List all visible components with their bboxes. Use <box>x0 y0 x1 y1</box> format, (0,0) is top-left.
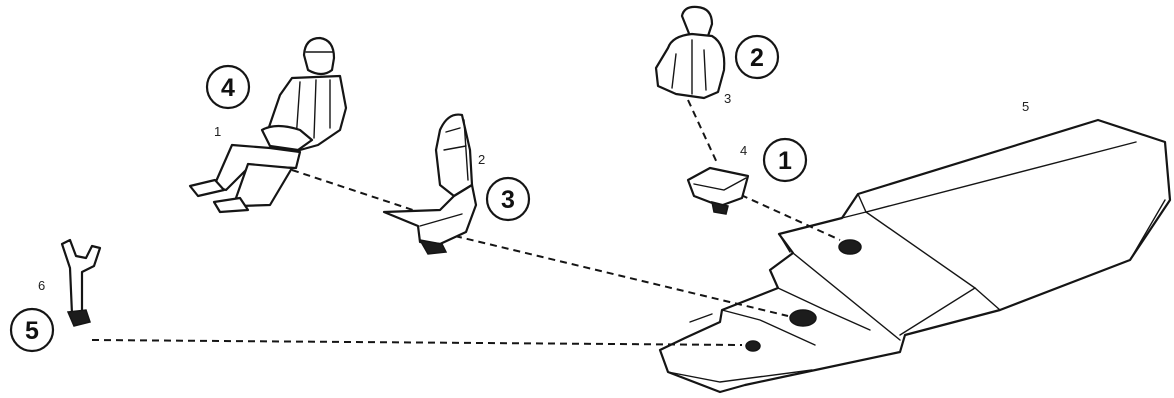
part-number-pilot: 1 <box>214 124 221 139</box>
seat-hole-rear <box>790 310 816 326</box>
guide-line-stick-to-floor <box>92 340 742 345</box>
part-number-floor: 5 <box>1022 99 1029 114</box>
part-number-stick: 6 <box>38 278 45 293</box>
callout-5: 5 <box>11 309 53 351</box>
guide-line-figure-to-part <box>688 100 718 165</box>
callout-3-number: 3 <box>501 186 515 214</box>
guide-line-pilot-to-seat <box>292 170 428 215</box>
callout-4: 4 <box>207 66 249 108</box>
callout-2-number: 2 <box>750 44 764 72</box>
callout-1-number: 1 <box>778 147 792 175</box>
part-number-seat: 2 <box>478 152 485 167</box>
callout-2: 2 <box>736 36 778 78</box>
callout-4-number: 4 <box>221 74 235 102</box>
seat-hole-front <box>839 240 861 254</box>
ejection-seat <box>384 115 476 254</box>
instrument-part <box>688 168 748 214</box>
guide-line-seat-to-floor <box>455 236 788 316</box>
callout-3: 3 <box>487 178 529 220</box>
cockpit-floor <box>660 120 1170 392</box>
part-number-figure: 3 <box>724 91 731 106</box>
stick-hole <box>746 341 760 351</box>
part-number-instrument: 4 <box>740 143 747 158</box>
control-stick <box>62 240 100 326</box>
callout-1: 1 <box>764 139 806 181</box>
standing-figure <box>656 7 724 98</box>
callout-5-number: 5 <box>25 317 39 345</box>
